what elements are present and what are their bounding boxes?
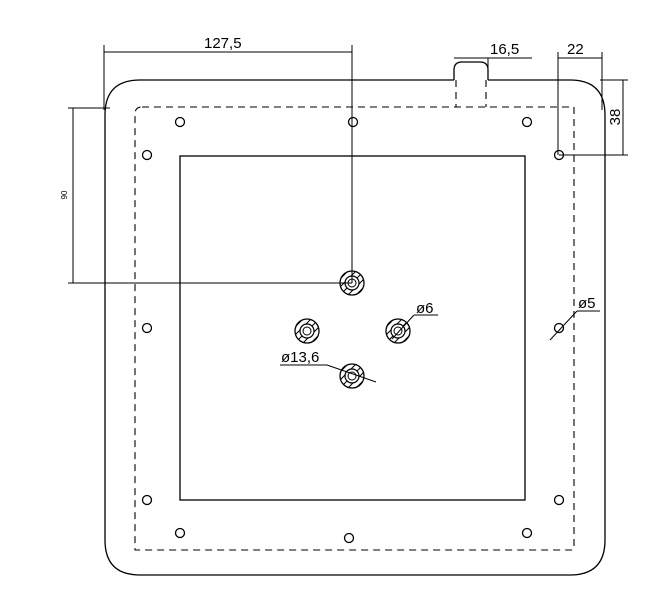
mount-hole — [521, 527, 533, 539]
dim-127-5: 127,5 — [103, 35, 353, 283]
dim-label-22: 22 — [567, 41, 584, 58]
mount-hole — [141, 149, 153, 161]
dim-label-90: 90 — [60, 190, 69, 199]
mount-hole — [141, 494, 153, 506]
boss-bottom — [339, 363, 365, 389]
dim-90: 90 — [60, 107, 352, 284]
dim-22: 22 — [557, 41, 603, 155]
mount-hole — [343, 532, 355, 544]
dashed-inner-border — [134, 106, 575, 551]
dim-16-5: 16,5 — [454, 41, 532, 70]
boss-top — [339, 270, 365, 296]
leader-d6: ø6 — [391, 300, 438, 340]
mount-hole — [141, 322, 153, 334]
dim-label-d6: ø6 — [416, 300, 434, 317]
top-tab — [453, 61, 489, 80]
leader-d5: ø5 — [549, 295, 600, 341]
leader-d13-6: ø13,6 — [280, 349, 377, 383]
mount-hole — [174, 527, 186, 539]
dim-label-d5: ø5 — [578, 295, 596, 312]
mount-hole — [347, 116, 359, 128]
mount-hole — [553, 322, 565, 334]
outer-plate-outline — [104, 79, 606, 576]
dim-label-38: 38 — [607, 109, 624, 126]
mount-hole — [553, 494, 565, 506]
dim-38: 38 — [559, 79, 628, 156]
dim-label-127-5: 127,5 — [204, 35, 242, 52]
mount-hole — [174, 116, 186, 128]
dim-label-16-5: 16,5 — [490, 41, 519, 58]
mount-hole — [521, 116, 533, 128]
dim-label-d13-6: ø13,6 — [281, 349, 319, 366]
